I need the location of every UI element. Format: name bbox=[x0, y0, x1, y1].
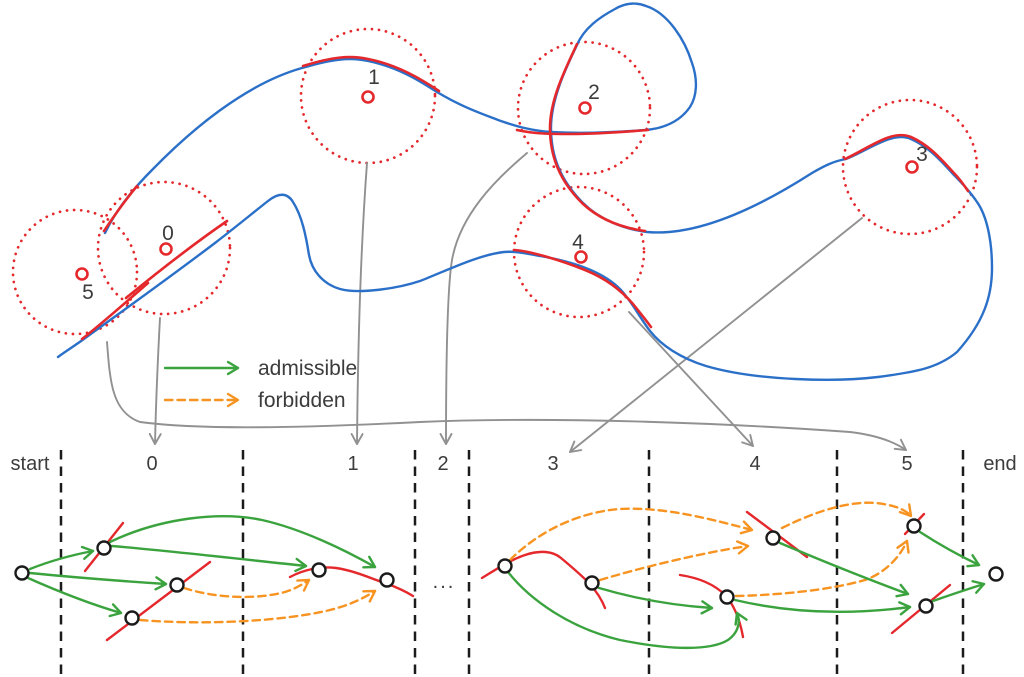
mapping-arrow-2 bbox=[439, 152, 528, 445]
edge-admissible-0top-1right bbox=[108, 515, 377, 569]
segment-red-overlays bbox=[80, 42, 970, 341]
column-label-1: 1 bbox=[347, 453, 358, 475]
red-tangent-0-mid-bottom bbox=[105, 560, 212, 642]
column-label-0: 0 bbox=[146, 453, 157, 475]
waypoint-5-point bbox=[75, 267, 89, 281]
edge-admissible-4upper-5lower bbox=[778, 541, 910, 598]
red-segment-0 bbox=[124, 219, 229, 300]
column-label-start: start bbox=[11, 453, 50, 475]
node-5-lower bbox=[918, 598, 934, 614]
column-label-end: end bbox=[983, 453, 1016, 475]
trajectory bbox=[56, 2, 994, 381]
waypoint-1-point bbox=[361, 90, 375, 104]
waypoint-4-point bbox=[574, 250, 588, 264]
edge-admissible-5lower-end bbox=[931, 580, 986, 603]
red-segment-5 bbox=[80, 281, 150, 341]
edge-forbidden-4lower-5upper bbox=[734, 539, 910, 598]
mapping-arrow-4 bbox=[628, 311, 754, 447]
waypoint-3-region bbox=[841, 98, 979, 236]
graph-nodes bbox=[14, 518, 1004, 626]
red-segment-1 bbox=[301, 55, 441, 93]
trajectory-curve bbox=[56, 2, 994, 381]
node-4-lower bbox=[719, 589, 735, 605]
red-segment-start bbox=[102, 184, 139, 233]
edge-forbidden-0bottom-1right bbox=[138, 589, 377, 624]
edge-admissible-start-0bottom bbox=[26, 576, 123, 618]
edge-admissible-0top-1left bbox=[110, 544, 308, 573]
red-segment-4 bbox=[512, 248, 653, 329]
waypoint-5-label: 5 bbox=[82, 281, 94, 304]
edge-admissible-start-0top bbox=[28, 545, 95, 571]
waypoint-5-region bbox=[11, 208, 139, 336]
red-curve-3 bbox=[480, 550, 607, 610]
legend-forbidden-label: forbidden bbox=[258, 389, 346, 412]
node-1-left bbox=[311, 562, 327, 578]
mapping-arrow-1 bbox=[350, 162, 368, 445]
omitted-columns-ellipsis: ... bbox=[433, 571, 456, 593]
node-red-segments bbox=[83, 510, 952, 642]
edge-admissible-3right-4lower bbox=[597, 586, 714, 615]
edge-admissible-5upper-end bbox=[918, 530, 981, 568]
red-segment-2-cross bbox=[515, 128, 650, 136]
waypoint-3-label: 3 bbox=[916, 143, 928, 166]
column-label-4: 4 bbox=[749, 453, 760, 475]
edge-admissible-start-0mid bbox=[28, 571, 168, 591]
waypoint-2-point bbox=[578, 101, 592, 115]
node-1-right bbox=[379, 572, 395, 588]
edge-admissible-3left-4lower bbox=[506, 570, 748, 650]
admissible-edges bbox=[26, 515, 986, 650]
column-label-2: 2 bbox=[437, 453, 448, 475]
waypoint-0-region bbox=[96, 180, 232, 316]
mapping-arrow-5 bbox=[106, 341, 907, 451]
mapping-arrow-3 bbox=[569, 217, 863, 453]
column-separators bbox=[59, 450, 965, 674]
legend-admissible-label: admissible bbox=[258, 357, 357, 380]
node-5-upper bbox=[906, 518, 922, 534]
edge-forbidden-3left-4upper bbox=[508, 507, 754, 562]
waypoint-2-label: 2 bbox=[588, 81, 600, 104]
node-end bbox=[988, 566, 1004, 582]
edge-forbidden-4upper-5upper bbox=[780, 501, 913, 530]
column-label-5: 5 bbox=[901, 453, 912, 475]
waypoint-4-region bbox=[512, 185, 646, 319]
waypoint-0-label: 0 bbox=[162, 222, 174, 245]
node-3-left bbox=[497, 558, 513, 574]
node-0-mid bbox=[169, 577, 185, 593]
waypoint-3-point bbox=[905, 160, 919, 174]
waypoint-1-label: 1 bbox=[368, 66, 380, 89]
forbidden-edges bbox=[138, 501, 913, 624]
node-4-upper bbox=[765, 530, 781, 546]
node-3-right bbox=[584, 575, 600, 591]
column-labels: start 0 1 2 3 4 5 end ... bbox=[11, 453, 1017, 593]
waypoint-regions bbox=[11, 27, 979, 336]
mapping-arrows bbox=[106, 152, 907, 453]
waypoint-1-region bbox=[299, 27, 437, 165]
mapping-arrow-0 bbox=[148, 317, 162, 445]
red-segment-2-steep bbox=[548, 42, 647, 233]
node-0-bottom bbox=[124, 610, 140, 626]
column-label-3: 3 bbox=[547, 453, 558, 475]
red-segment-3 bbox=[843, 133, 970, 193]
legend: admissible forbidden bbox=[163, 357, 357, 412]
edge-admissible-4lower-5lower bbox=[733, 598, 912, 616]
waypoint-2-region bbox=[516, 40, 652, 176]
edge-forbidden-0mid-1left bbox=[182, 578, 311, 599]
edge-forbidden-3right-4upper bbox=[598, 540, 750, 582]
waypoint-4-label: 4 bbox=[572, 231, 584, 254]
waypoint-markers: 0 1 2 3 4 5 bbox=[75, 66, 928, 304]
waypoint-0-point bbox=[159, 242, 173, 256]
node-0-top bbox=[96, 540, 112, 556]
node-start bbox=[14, 565, 30, 581]
